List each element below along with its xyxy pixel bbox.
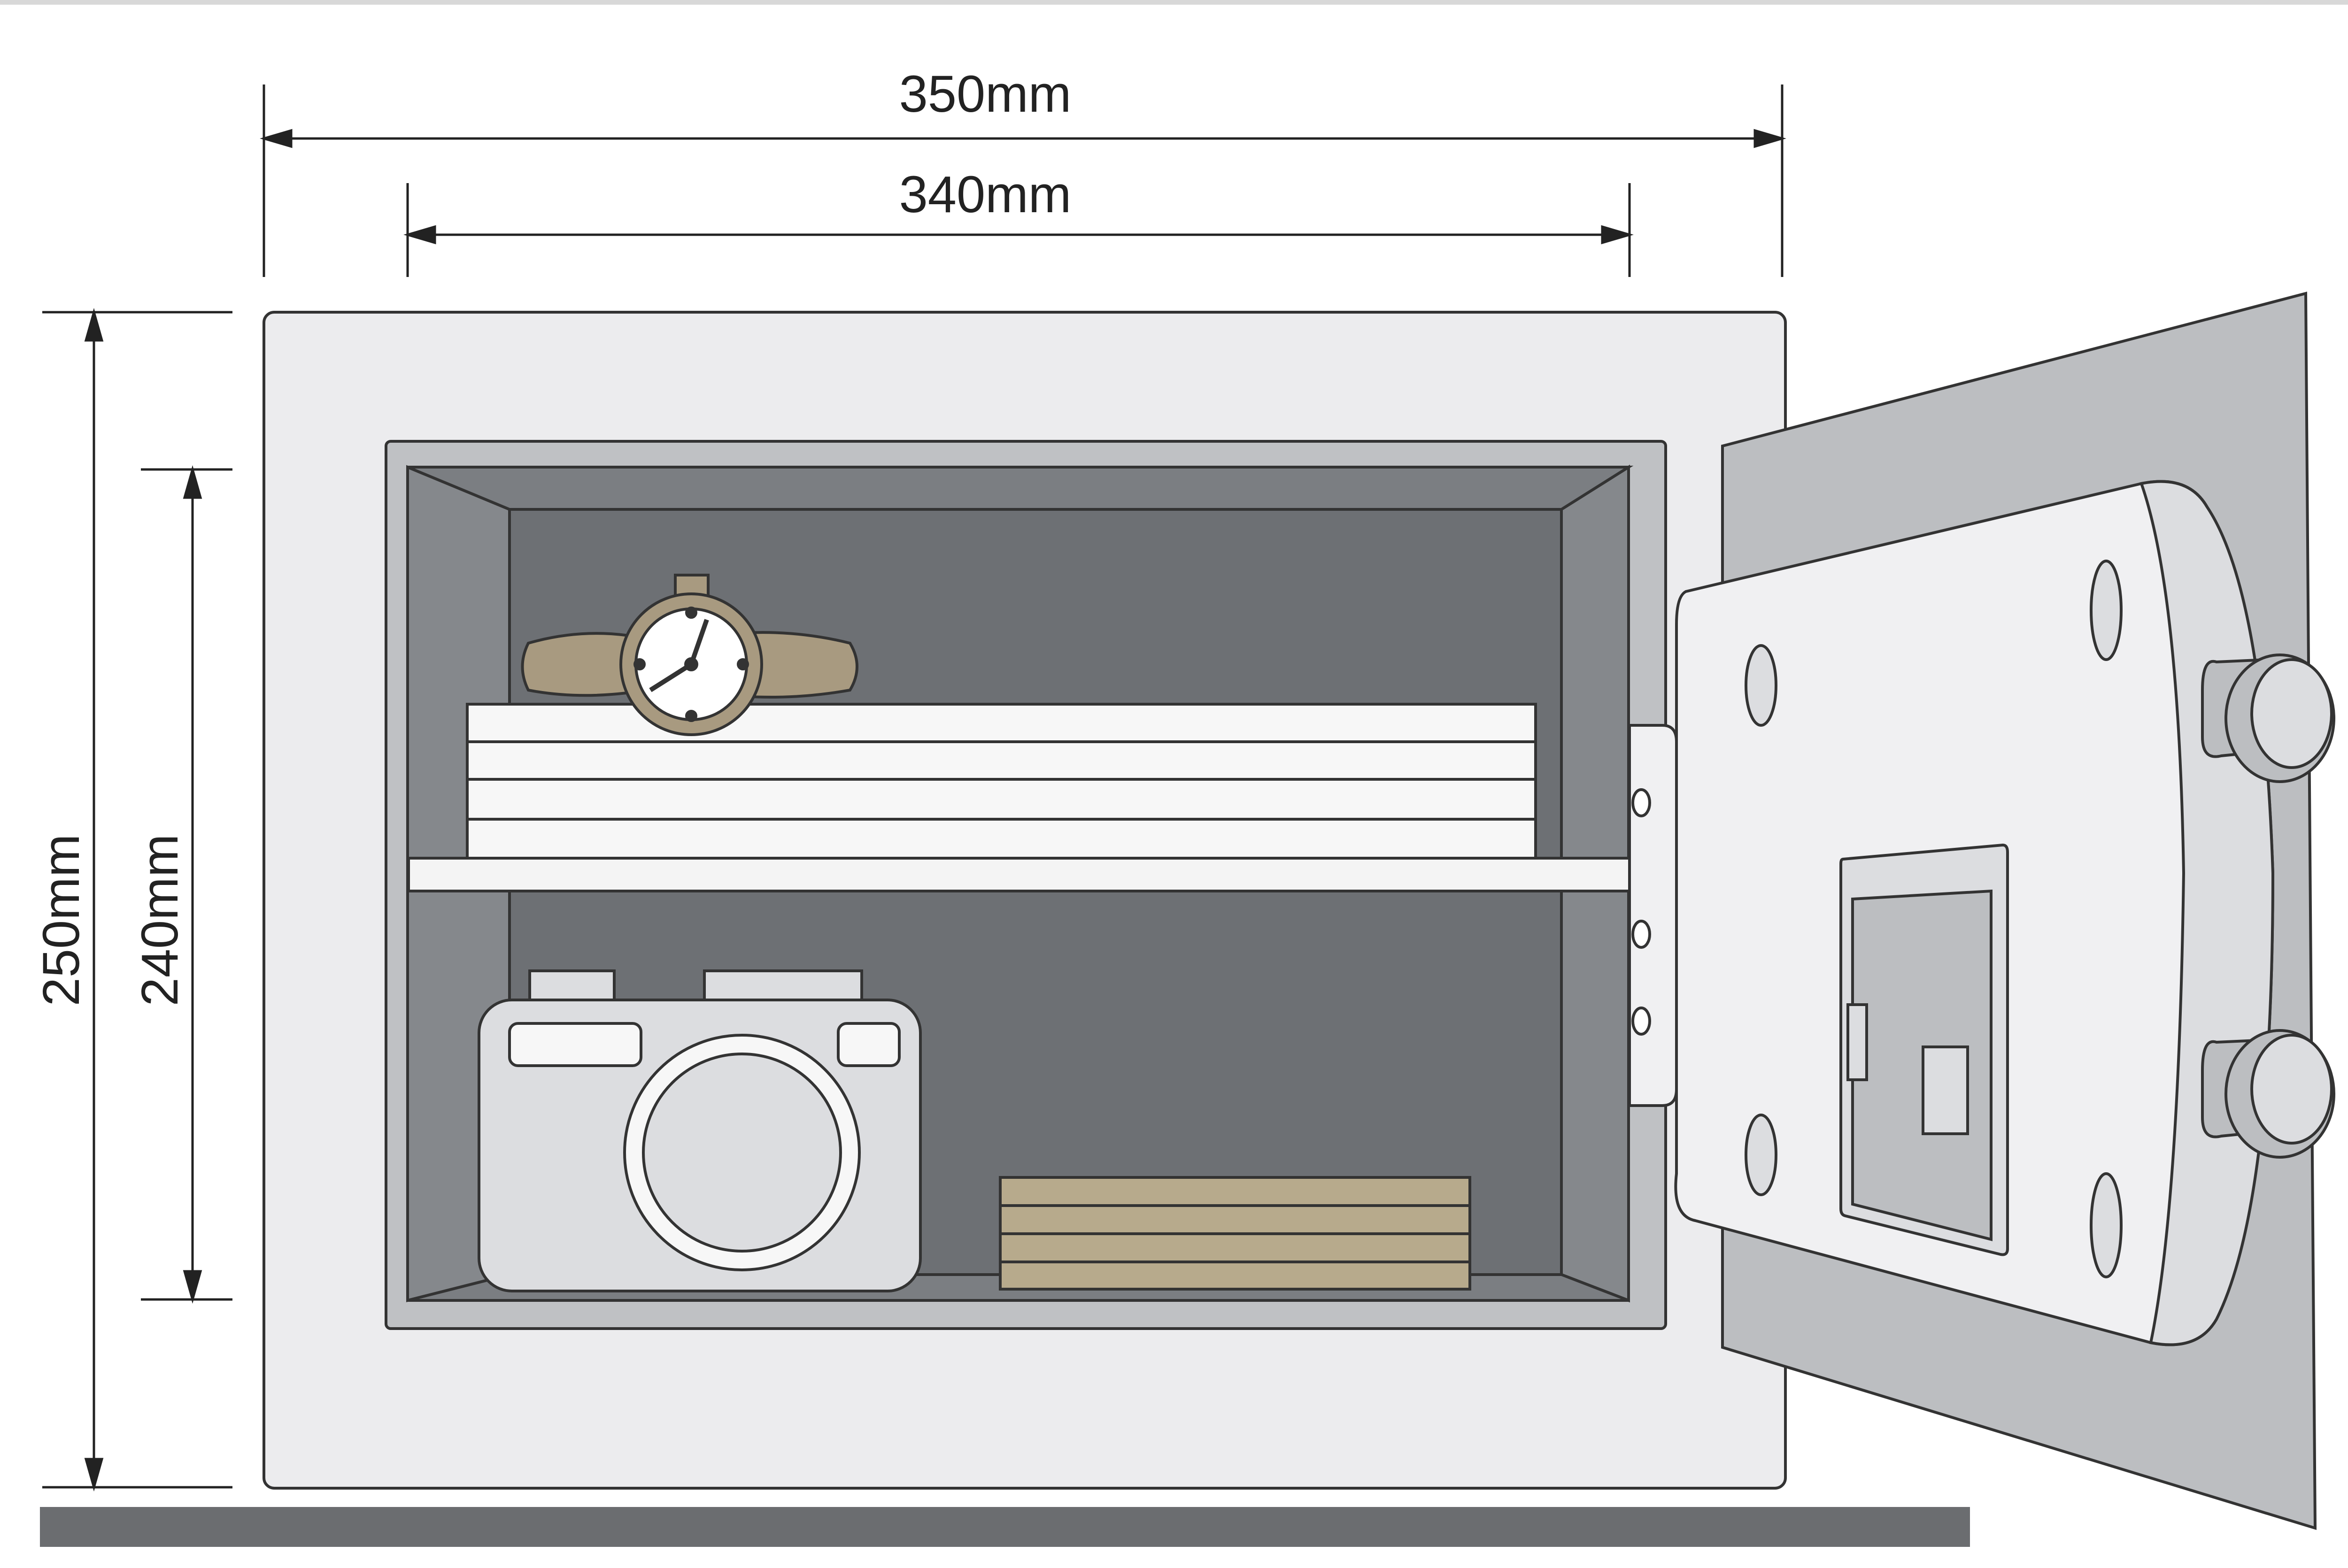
watch-icon: [521, 574, 858, 736]
cash-bundle: [999, 1232, 1471, 1263]
watch-marker: [737, 658, 749, 670]
label-outer-height: 250mm: [32, 834, 90, 1007]
label-outer-width: 350mm: [899, 65, 1072, 123]
label-inner-width: 340mm: [899, 166, 1072, 223]
hinge-pin: [1631, 1007, 1651, 1036]
document-sheet: [466, 778, 1537, 821]
cash-bundle: [999, 1176, 1471, 1207]
watch-hand-minute: [689, 619, 709, 665]
shelf: [407, 857, 1631, 892]
floor-strip: [40, 1507, 1970, 1547]
arrowhead-340-left: [403, 225, 436, 245]
watch-hand-hour: [649, 662, 693, 692]
watch-marker: [633, 658, 646, 670]
document-stack-icon: [466, 703, 1537, 860]
keypad-latch: [1846, 1003, 1868, 1081]
safe-body: [263, 311, 1787, 1490]
door-handle-cap: [2250, 1034, 2333, 1145]
camera-sensor: [837, 1022, 901, 1067]
hinge-pin: [1631, 788, 1651, 817]
door-handle-cap: [2250, 658, 2333, 769]
document-sheet: [466, 703, 1537, 743]
interior-top-wall: [407, 466, 1634, 511]
door-bolt: [2090, 560, 2123, 661]
document-sheet: [466, 740, 1537, 781]
hinge-plate: [1628, 724, 1678, 1107]
safe-door[interactable]: [1674, 292, 2335, 1530]
arrowhead-250-bottom: [84, 1458, 104, 1492]
arrowhead-250-top: [84, 307, 104, 342]
top-border: [0, 0, 2348, 5]
watch-marker: [685, 607, 697, 619]
cash-bundle: [999, 1204, 1471, 1235]
arrowhead-240-bottom: [183, 1270, 202, 1304]
arrowhead-340-right: [1601, 225, 1634, 245]
watch-hub: [684, 657, 698, 671]
door-bolt: [1745, 1114, 1777, 1196]
arrowhead-350-right: [1753, 129, 1786, 148]
camera-viewfinder: [508, 1022, 642, 1067]
cash-stack-icon: [999, 1176, 1471, 1291]
hinge-icon: [1628, 724, 1678, 1107]
arrowhead-350-left: [260, 129, 293, 148]
camera-icon: [478, 969, 922, 1292]
document-sheet: [466, 818, 1537, 860]
label-inner-height: 240mm: [131, 834, 189, 1007]
keypad-button[interactable]: [1922, 1045, 1969, 1135]
door-bolt: [2090, 1172, 2123, 1278]
hinge-pin: [1631, 920, 1651, 949]
arrowhead-240-top: [183, 465, 202, 499]
watch-marker: [685, 710, 697, 722]
dimension-lines: [42, 85, 1786, 1492]
door-bolt: [1745, 644, 1777, 727]
camera-lens-inner: [642, 1053, 842, 1253]
cash-bundle: [999, 1261, 1471, 1291]
